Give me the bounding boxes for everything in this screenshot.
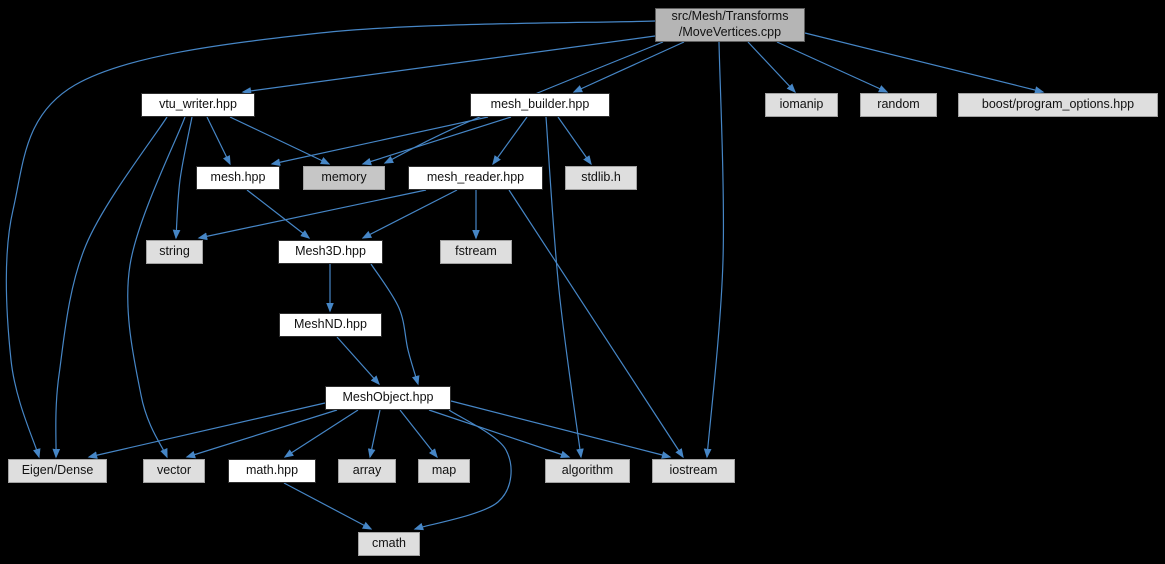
- node-movevertices-cpp: src/Mesh/Transforms /MoveVertices.cpp: [655, 8, 805, 42]
- node-cmath: cmath: [358, 532, 420, 556]
- edge-math-hpp--cmath: [283, 482, 373, 530]
- edge-mesh-builder-hpp--mesh-reader-hpp: [492, 116, 528, 166]
- node-mesh-reader-hpp[interactable]: mesh_reader.hpp: [408, 166, 543, 190]
- edge-mesh-hpp--mesh3d-hpp: [246, 189, 311, 239]
- edge-mesh-builder-hpp--algorithm: [545, 116, 584, 459]
- node-meshobject-hpp[interactable]: MeshObject.hpp: [325, 386, 451, 410]
- node-string: string: [146, 240, 203, 264]
- node-stdlib-h: stdlib.h: [565, 166, 637, 190]
- edge-mesh-reader-hpp--string: [197, 189, 427, 241]
- edge-vtu-writer-hpp--mesh-hpp: [206, 116, 231, 166]
- node-memory: memory: [303, 166, 385, 190]
- node-array: array: [338, 459, 396, 483]
- node-mesh-builder-hpp[interactable]: mesh_builder.hpp: [470, 93, 610, 117]
- edge-mesh-reader-hpp--iostream: [508, 189, 684, 459]
- node-fstream: fstream: [440, 240, 512, 264]
- edge-mesh-builder-hpp--memory: [361, 116, 512, 166]
- edge-meshobject-hpp--eigen-dense: [87, 402, 326, 459]
- edge-meshobject-hpp--array: [367, 409, 381, 459]
- node-meshnd-hpp[interactable]: MeshND.hpp: [279, 313, 382, 337]
- node-mesh3d-hpp[interactable]: Mesh3D.hpp: [278, 240, 383, 264]
- node-math-hpp[interactable]: math.hpp: [228, 459, 316, 483]
- edge-movevertices-cpp--iomanip: [747, 41, 796, 94]
- edge-meshobject-hpp--algorithm: [428, 409, 571, 459]
- node-iomanip: iomanip: [765, 93, 838, 117]
- edge-movevertices-cpp--random: [776, 41, 889, 93]
- edge-meshnd-hpp--meshobject-hpp: [336, 336, 380, 386]
- edge-movevertices-cpp--boost-program-options-hpp: [804, 32, 1045, 94]
- edge-mesh-builder-hpp--stdlib-h: [557, 116, 592, 166]
- edge-vtu-writer-hpp--vector: [127, 116, 186, 459]
- node-map: map: [418, 459, 470, 483]
- node-random: random: [860, 93, 937, 117]
- edge-meshobject-hpp--iostream: [450, 400, 672, 459]
- edge-movevertices-cpp--iostream: [703, 41, 725, 459]
- node-algorithm: algorithm: [545, 459, 630, 483]
- edge-movevertices-cpp--mesh-builder-hpp: [572, 41, 685, 93]
- edge-meshobject-hpp--map: [399, 409, 438, 459]
- edge-vtu-writer-hpp--eigen-dense: [52, 116, 168, 459]
- node-boost-program-options-hpp: boost/program_options.hpp: [958, 93, 1158, 117]
- edge-mesh-builder-hpp--mesh-hpp: [270, 116, 489, 167]
- node-iostream: iostream: [652, 459, 735, 483]
- node-vector: vector: [143, 459, 205, 483]
- edge-meshobject-hpp--cmath: [413, 409, 512, 531]
- edge-meshobject-hpp--math-hpp: [283, 409, 359, 458]
- edge-vtu-writer-hpp--memory: [229, 116, 331, 165]
- node-eigen-dense: Eigen/Dense: [8, 459, 107, 483]
- edge-mesh3d-hpp--meshobject-hpp: [370, 263, 420, 386]
- edge-meshobject-hpp--vector: [185, 409, 338, 459]
- edge-vtu-writer-hpp--string: [172, 116, 193, 240]
- node-mesh-hpp[interactable]: mesh.hpp: [196, 166, 280, 190]
- edge-mesh-reader-hpp--mesh3d-hpp: [361, 189, 458, 239]
- edge-movevertices-cpp--eigen-dense: [5, 20, 656, 459]
- edge-movevertices-cpp--vtu-writer-hpp: [241, 35, 656, 95]
- node-vtu-writer-hpp[interactable]: vtu_writer.hpp: [141, 93, 255, 117]
